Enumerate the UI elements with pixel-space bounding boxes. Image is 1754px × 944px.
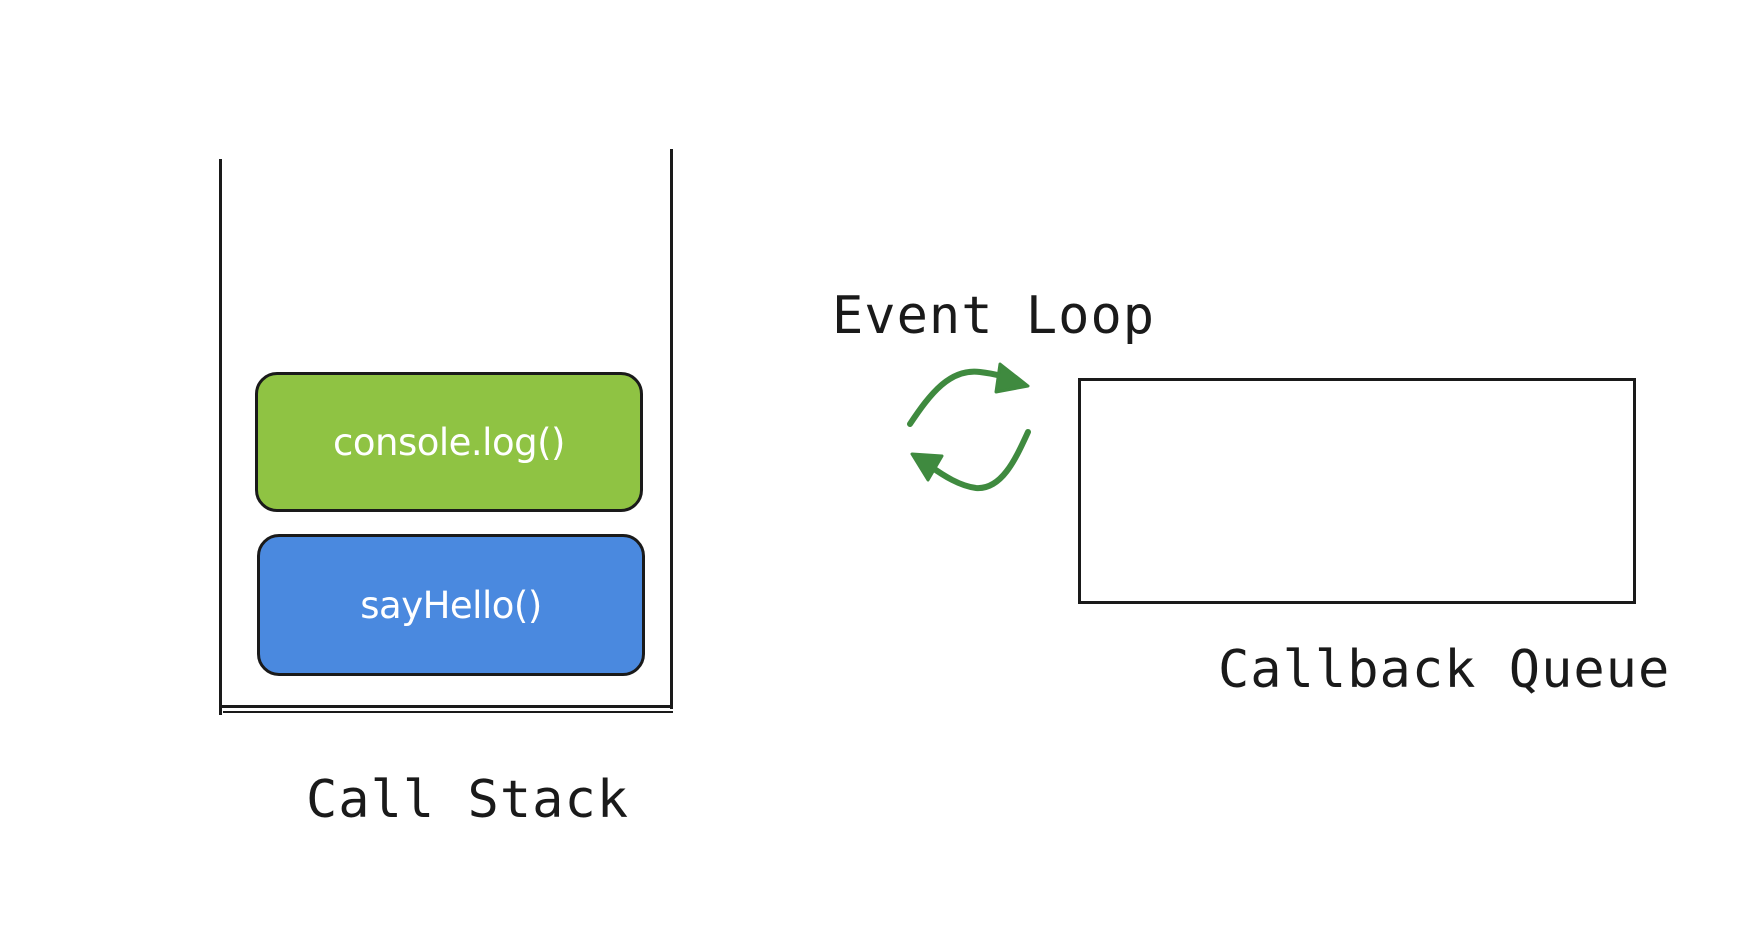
stack-frame-label: console.log() xyxy=(333,420,565,464)
call-stack-bottom-wall-stroke xyxy=(223,711,673,713)
stack-frame-console-log: console.log() xyxy=(255,372,643,512)
loop-arrowhead-bottom xyxy=(910,452,944,482)
event-loop-label: Event Loop xyxy=(832,286,1156,346)
call-stack-label: Call Stack xyxy=(306,770,630,830)
call-stack-left-wall xyxy=(219,159,222,715)
call-stack-container: console.log() sayHello() xyxy=(215,145,675,715)
loop-arrow-bottom xyxy=(927,429,1031,492)
call-stack-right-wall xyxy=(670,149,673,709)
cycle-arrows-icon xyxy=(907,362,1031,492)
stack-frame-label: sayHello() xyxy=(360,583,542,627)
stack-frame-say-hello: sayHello() xyxy=(257,534,645,676)
callback-queue-label: Callback Queue xyxy=(1218,640,1671,700)
call-stack-bottom-wall xyxy=(219,705,673,708)
callback-queue-box xyxy=(1078,378,1636,604)
loop-arrowhead-top xyxy=(994,362,1030,394)
